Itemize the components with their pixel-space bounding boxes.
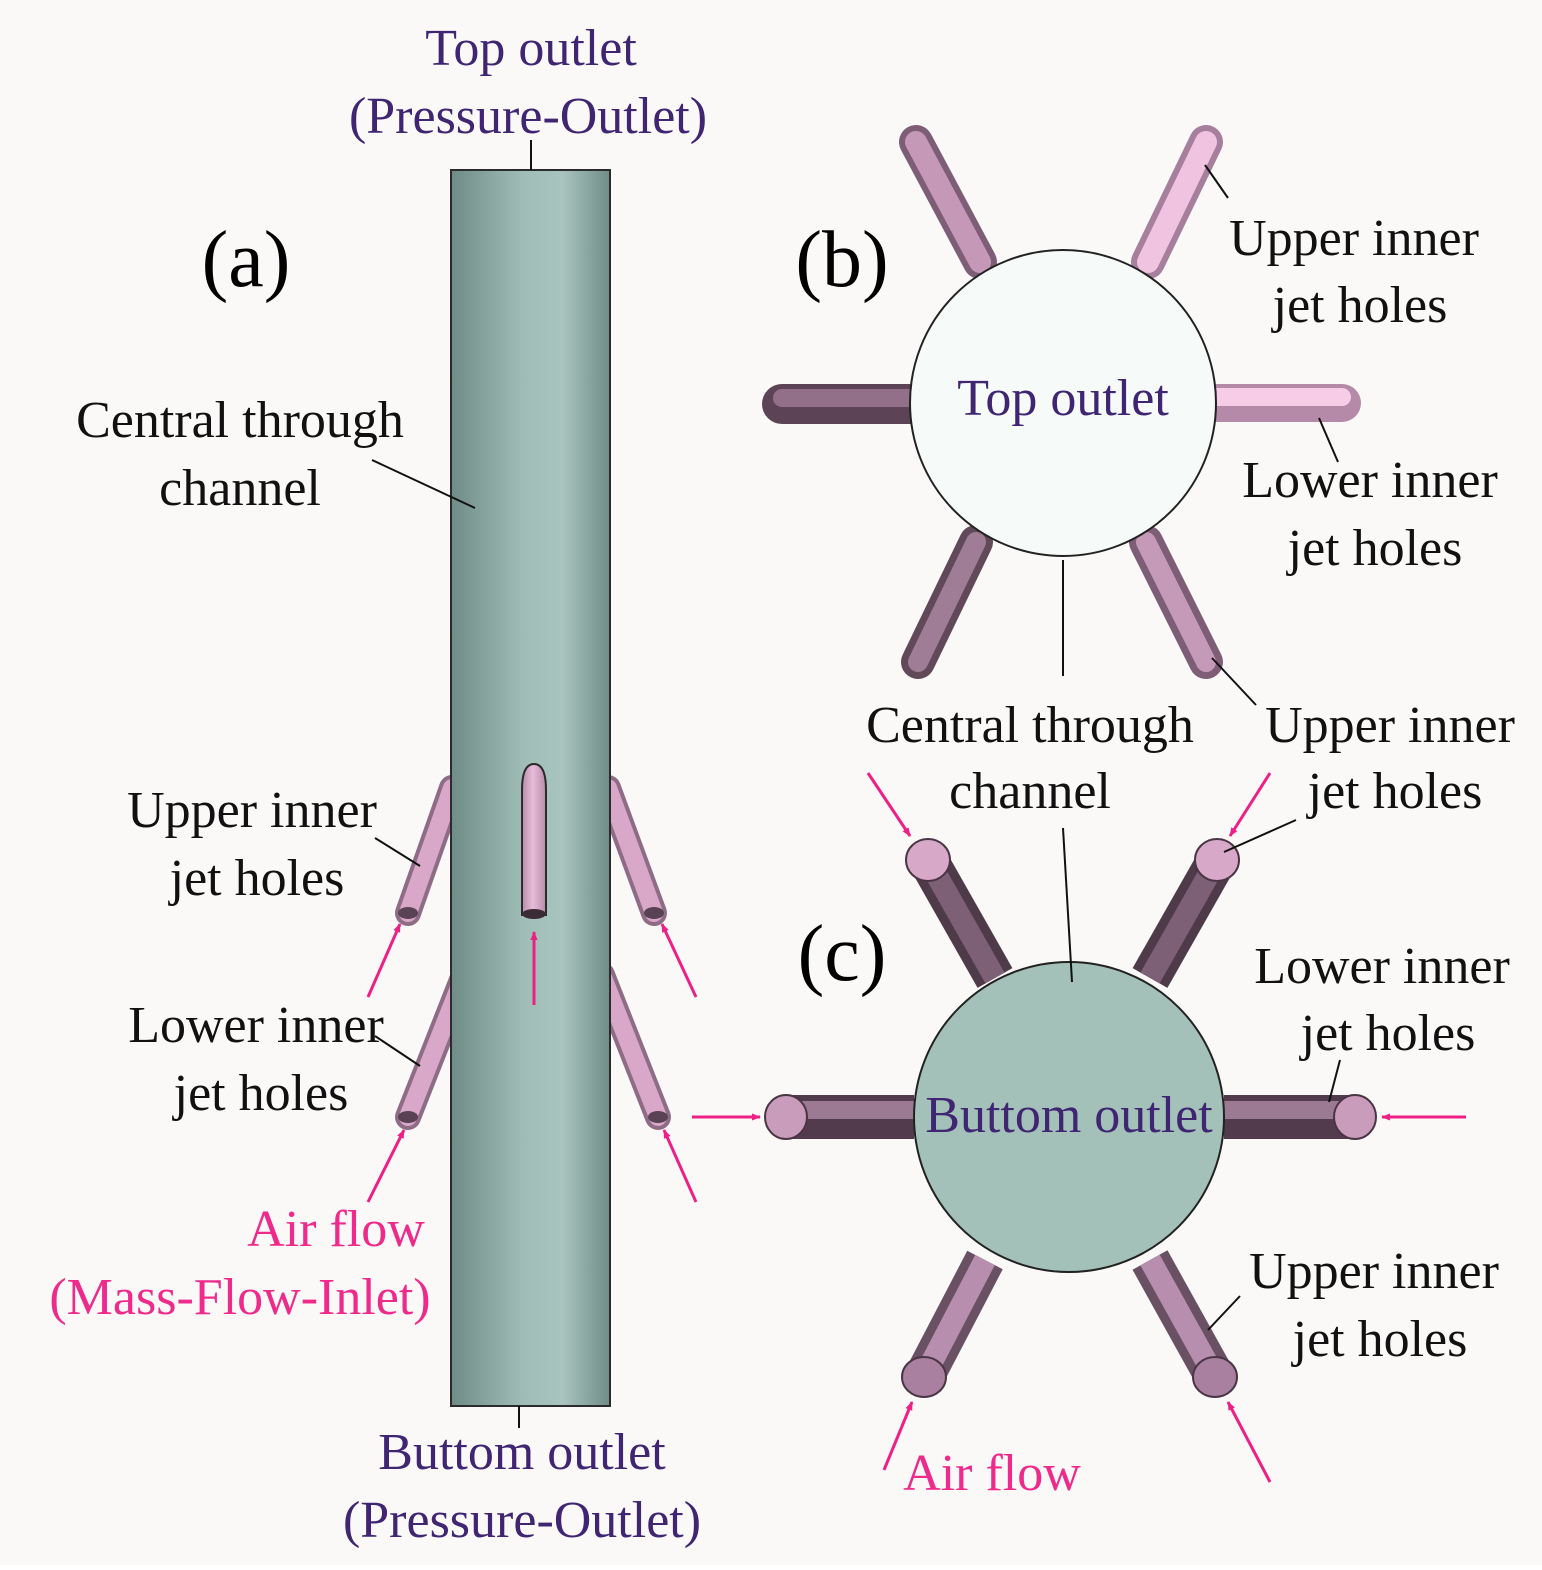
air-flow-arrow <box>366 923 402 998</box>
leader-line <box>1211 657 1257 706</box>
leader-line <box>1318 417 1339 463</box>
lower-jet-label: Lower inner <box>1254 938 1510 995</box>
top-outlet-disc <box>909 249 1217 557</box>
upper-jet-left <box>395 775 465 926</box>
jet-opening <box>1333 1094 1377 1140</box>
panel-a: (a) Top outlet (Pressure-Outlet) Central… <box>49 20 707 1549</box>
top-outlet-label: Top outlet <box>425 20 637 77</box>
leader-line <box>374 1035 421 1067</box>
jet-opening <box>398 1111 418 1123</box>
leader-line <box>371 459 476 509</box>
panel-c: (c) Buttom outlet Lower inner jet holes … <box>692 772 1510 1502</box>
lower-jet-label: Lower inner <box>1242 452 1498 509</box>
lower-jet-label: jet holes <box>1299 1005 1476 1062</box>
leader-line <box>1204 164 1229 199</box>
front-jet <box>521 762 547 919</box>
air-flow-arrow <box>662 1129 698 1203</box>
leader-line <box>1207 1295 1241 1331</box>
panel-label-c: (c) <box>798 910 887 998</box>
central-channel <box>450 169 611 1407</box>
jet-opening <box>648 1111 668 1123</box>
jet-opening <box>644 907 664 919</box>
air-flow-label: Air flow <box>247 1201 425 1258</box>
lower-jet-right <box>589 962 671 1130</box>
bottom-outlet-disc <box>913 961 1225 1273</box>
air-flow-arrow <box>366 1129 406 1203</box>
panel-b: (b) Top outlet Upper inner jet holes Low… <box>762 125 1515 820</box>
jet-opening <box>1192 1356 1238 1398</box>
upper-jet-label: jet holes <box>1291 1311 1468 1368</box>
central-channel-label: channel <box>159 460 321 517</box>
jet-opening <box>905 838 951 882</box>
lower-jet-label: jet holes <box>172 1065 349 1122</box>
upper-jet-label: Upper inner <box>127 782 377 839</box>
panel-label-a: (a) <box>202 216 291 304</box>
jet-opening <box>764 1094 808 1140</box>
air-flow-arrow <box>882 1401 914 1471</box>
upper-jet-label: Upper inner <box>1265 697 1515 754</box>
air-flow-arrow <box>1228 772 1272 837</box>
leader-line <box>1223 819 1297 853</box>
jet-opening <box>1194 838 1240 882</box>
panel-label-b: (b) <box>795 216 888 304</box>
jet-opening <box>398 907 418 919</box>
leader-line <box>1062 827 1073 983</box>
upper-jet-label: Upper inner <box>1229 210 1479 267</box>
upper-jet-label: jet holes <box>168 850 345 907</box>
jet-tubes-c <box>764 838 1377 1398</box>
bottom-outlet-label: Buttom outlet <box>378 1424 666 1481</box>
upper-jet-label: Upper inner <box>1249 1243 1499 1300</box>
jet-opening <box>901 1356 947 1398</box>
air-flow-type-label: (Mass-Flow-Inlet) <box>49 1269 430 1326</box>
bottom-outlet-center-label: Buttom outlet <box>925 1087 1213 1144</box>
air-flow-arrow <box>1226 1401 1272 1483</box>
air-flow-arrow <box>866 772 912 837</box>
upper-jet-right <box>595 775 667 926</box>
air-flow-label: Air flow <box>903 1445 1081 1502</box>
top-outlet-type-label: (Pressure-Outlet) <box>349 88 707 145</box>
jet-tubes-b <box>762 125 1361 679</box>
central-channel-label: channel <box>949 763 1111 820</box>
leader-line <box>1328 1059 1341 1103</box>
top-outlet-center-label: Top outlet <box>957 370 1169 427</box>
upper-jet-label: jet holes <box>1306 763 1483 820</box>
lower-jet-label: jet holes <box>1286 520 1463 577</box>
leader-line <box>374 837 421 867</box>
bottom-outlet-type-label: (Pressure-Outlet) <box>343 1492 701 1549</box>
central-channel-label: Central through <box>76 392 404 449</box>
central-channel-label: Central through <box>866 697 1194 754</box>
upper-jet-label: jet holes <box>1271 277 1448 334</box>
lower-jet-label: Lower inner <box>128 997 384 1054</box>
air-flow-arrow <box>660 923 698 998</box>
